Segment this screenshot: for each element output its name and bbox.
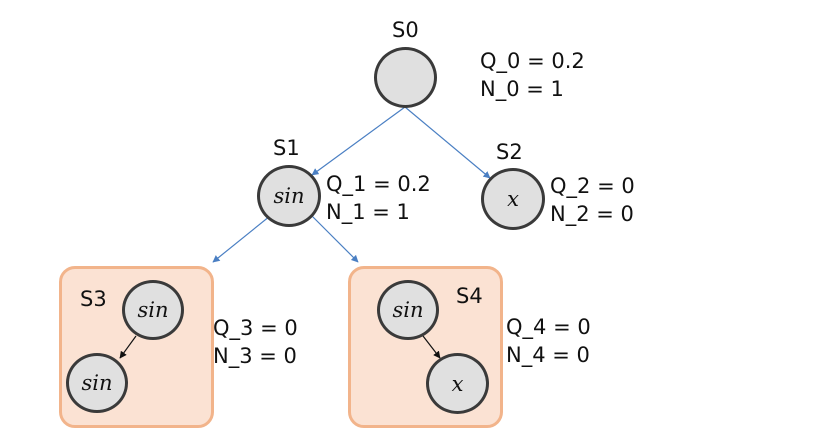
node-label-s0: S0 xyxy=(392,18,419,42)
node-s2: x xyxy=(481,168,545,230)
node-s0 xyxy=(374,47,437,108)
n-value-s2: N_2 = 0 xyxy=(550,202,634,226)
node-symbol-s3-bottom: sin xyxy=(81,371,113,395)
node-symbol-s4-bottom: x xyxy=(451,371,464,396)
edge-s0-s1 xyxy=(311,106,406,176)
q-value-s1: Q_1 = 0.2 xyxy=(326,172,431,196)
q-value-s0: Q_0 = 0.2 xyxy=(480,49,585,73)
node-label-s4: S4 xyxy=(456,284,483,308)
n-value-s3: N_3 = 0 xyxy=(213,344,297,368)
node-symbol-s3-top: sin xyxy=(137,298,169,322)
node-s4-bottom: x xyxy=(426,353,489,414)
q-value-s3: Q_3 = 0 xyxy=(213,316,298,340)
q-value-s2: Q_2 = 0 xyxy=(550,174,635,198)
node-label-s3: S3 xyxy=(80,287,107,311)
node-s4-top: sin xyxy=(377,280,439,340)
n-value-s0: N_0 = 1 xyxy=(480,77,564,101)
node-s1: sin xyxy=(257,165,321,227)
edge-s3-inner xyxy=(119,335,137,359)
edge-s0-s2 xyxy=(404,106,491,179)
node-symbol-s2: x xyxy=(507,187,519,211)
edge-s1-s3 xyxy=(212,215,271,263)
node-symbol-s4-top: sin xyxy=(392,298,424,322)
node-label-s1: S1 xyxy=(273,136,300,160)
n-value-s4: N_4 = 0 xyxy=(506,343,590,367)
node-label-s2: S2 xyxy=(496,140,523,164)
node-symbol-s1: sin xyxy=(273,184,305,208)
node-s3-bottom: sin xyxy=(66,353,128,413)
q-value-s4: Q_4 = 0 xyxy=(506,315,591,339)
edge-s4-inner xyxy=(422,335,441,359)
edge-s1-s4 xyxy=(311,215,359,263)
node-s3-top: sin xyxy=(122,280,184,340)
n-value-s1: N_1 = 1 xyxy=(326,200,410,224)
